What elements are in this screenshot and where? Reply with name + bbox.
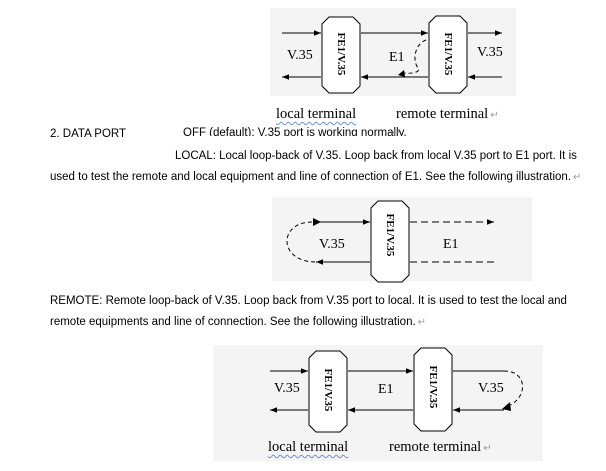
v35-label-left: V.35 <box>274 381 300 396</box>
local-fe1-box <box>321 16 361 94</box>
fe1-box <box>370 200 410 283</box>
data-port-heading: 2. DATA PORT <box>50 128 127 140</box>
local-line-2: used to test the remote and local equipm… <box>50 171 582 183</box>
loopback-dashed-curve <box>286 221 317 263</box>
caption-local-terminal: local terminal <box>268 439 349 455</box>
e1-label: E1 <box>389 50 405 65</box>
box-label-remote: FE1/V.35 <box>442 32 454 76</box>
off-default-line: OFF (default): V.35 port is working norm… <box>183 127 407 136</box>
e1-label: E1 <box>378 382 394 397</box>
e1-label: E1 <box>443 237 459 252</box>
diagram-3 <box>213 345 543 461</box>
loopback-dashed-curve <box>403 39 427 74</box>
diagram-1 <box>270 8 516 96</box>
v35-label: V.35 <box>319 237 345 252</box>
local-fe1-box <box>308 350 348 433</box>
v35-label-right: V.35 <box>477 45 503 60</box>
remote-line-2: remote equipments and line of connection… <box>50 316 427 328</box>
remote-fe1-box <box>428 15 468 94</box>
return-mark: ↵ <box>483 443 492 454</box>
box-label-remote: FE1/V.35 <box>427 365 439 409</box>
remote-fe1-box <box>413 347 453 432</box>
local-line-1: LOCAL: Local loop-back of V.35. Loop bac… <box>175 150 577 162</box>
caption-remote-terminal: remote terminal↵ <box>389 439 492 455</box>
remote-line-1: REMOTE: Remote loop-back of V.35. Loop b… <box>50 295 567 307</box>
return-mark: ↵ <box>490 110 499 121</box>
box-label-local: FE1/V.35 <box>335 32 347 76</box>
v35-label-left: V.35 <box>287 48 313 63</box>
caption-remote-terminal: remote terminal↵ <box>396 106 499 122</box>
return-mark: ↵ <box>392 127 402 139</box>
box-label-local: FE1/V.35 <box>322 368 334 412</box>
caption-local-terminal: local terminal <box>276 106 357 122</box>
diagram-2 <box>272 197 532 283</box>
box-label: FE1/V.35 <box>384 213 396 257</box>
v35-label-right: V.35 <box>478 381 504 396</box>
